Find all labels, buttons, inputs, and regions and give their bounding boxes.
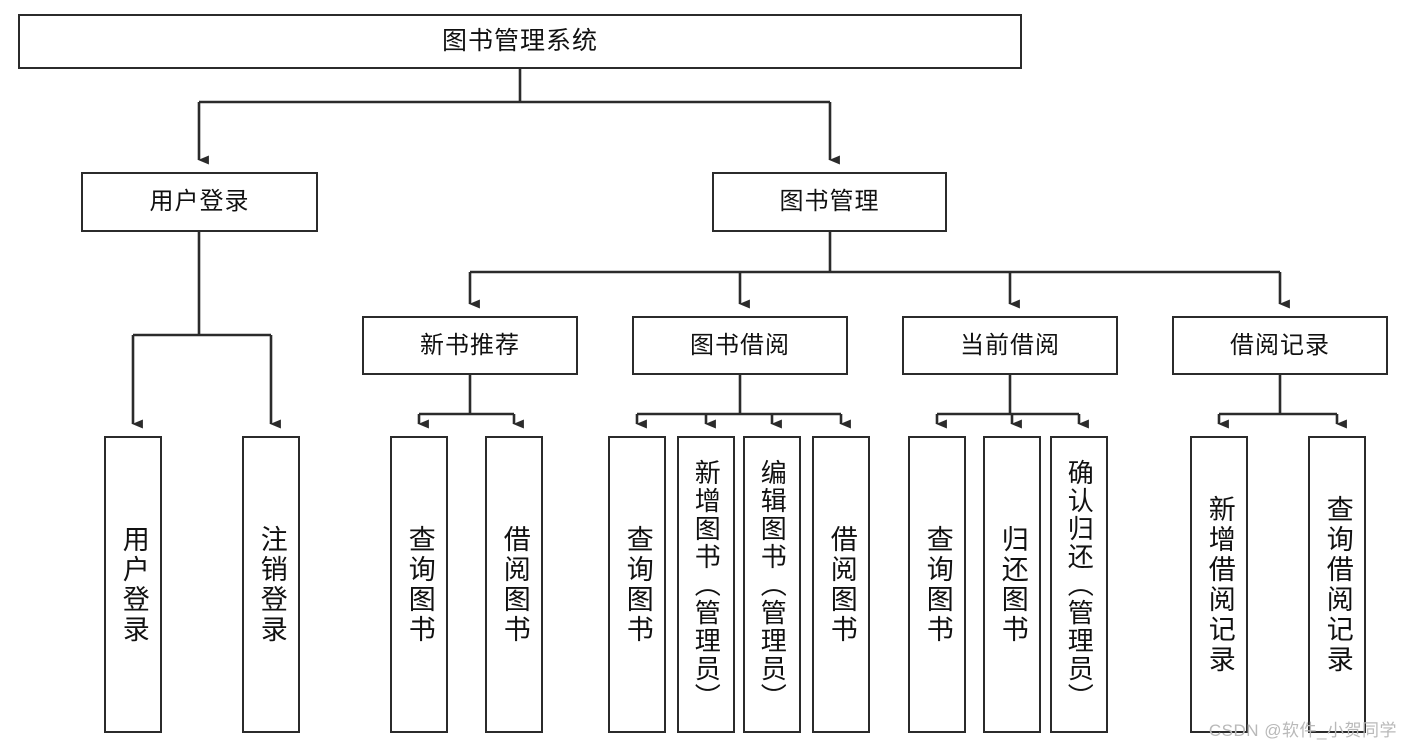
node-book-manage[interactable]: 图书管理 [712,172,947,232]
node-leaf-add-record-label: 新增借阅记录 [1204,494,1235,675]
node-current-borrow-label: 当前借阅 [960,331,1060,359]
node-leaf-confirm-return-label: 确认归还（管理员） [1064,458,1095,711]
node-user-login[interactable]: 用户登录 [81,172,318,232]
node-leaf-confirm-return[interactable]: 确认归还（管理员） [1050,436,1108,733]
node-new-book-rec[interactable]: 新书推荐 [362,316,578,375]
node-leaf-query-book-rec[interactable]: 查询图书 [390,436,448,733]
node-leaf-user-login[interactable]: 用户登录 [104,436,162,733]
node-leaf-add-record[interactable]: 新增借阅记录 [1190,436,1248,733]
node-leaf-add-book[interactable]: 新增图书（管理员） [677,436,735,733]
node-leaf-logout[interactable]: 注销登录 [242,436,300,733]
node-leaf-logout-label: 注销登录 [256,524,287,645]
node-leaf-borrow-book-rec-label: 借阅图书 [499,524,530,645]
node-root-label: 图书管理系统 [441,26,598,55]
node-current-borrow[interactable]: 当前借阅 [902,316,1118,375]
node-leaf-edit-book-label: 编辑图书（管理员） [757,458,788,711]
node-leaf-borrow-book-label: 借阅图书 [826,524,857,645]
node-leaf-query-record-label: 查询借阅记录 [1322,494,1353,675]
node-leaf-return-book-label: 归还图书 [997,524,1028,645]
node-new-book-rec-label: 新书推荐 [420,331,520,359]
node-leaf-user-login-label: 用户登录 [118,524,149,645]
node-book-borrow-label: 图书借阅 [690,331,790,359]
node-leaf-add-book-label: 新增图书（管理员） [691,458,722,711]
node-leaf-borrow-book-rec[interactable]: 借阅图书 [485,436,543,733]
watermark: CSDN @软件_小贺同学 [1208,721,1397,740]
node-leaf-query-book-rec-label: 查询图书 [404,524,435,645]
node-borrow-record-label: 借阅记录 [1230,331,1330,359]
node-user-login-label: 用户登录 [149,188,250,215]
node-borrow-record[interactable]: 借阅记录 [1172,316,1388,375]
node-root[interactable]: 图书管理系统 [18,14,1022,69]
node-leaf-query-book-borrow-label: 查询图书 [622,524,653,645]
node-leaf-query-record[interactable]: 查询借阅记录 [1308,436,1366,733]
node-book-manage-label: 图书管理 [779,188,880,215]
node-leaf-edit-book[interactable]: 编辑图书（管理员） [743,436,801,733]
node-leaf-borrow-book[interactable]: 借阅图书 [812,436,870,733]
node-book-borrow[interactable]: 图书借阅 [632,316,848,375]
node-leaf-query-book-borrow[interactable]: 查询图书 [608,436,666,733]
node-leaf-query-book-cur[interactable]: 查询图书 [908,436,966,733]
node-leaf-query-book-cur-label: 查询图书 [922,524,953,645]
node-leaf-return-book[interactable]: 归还图书 [983,436,1041,733]
